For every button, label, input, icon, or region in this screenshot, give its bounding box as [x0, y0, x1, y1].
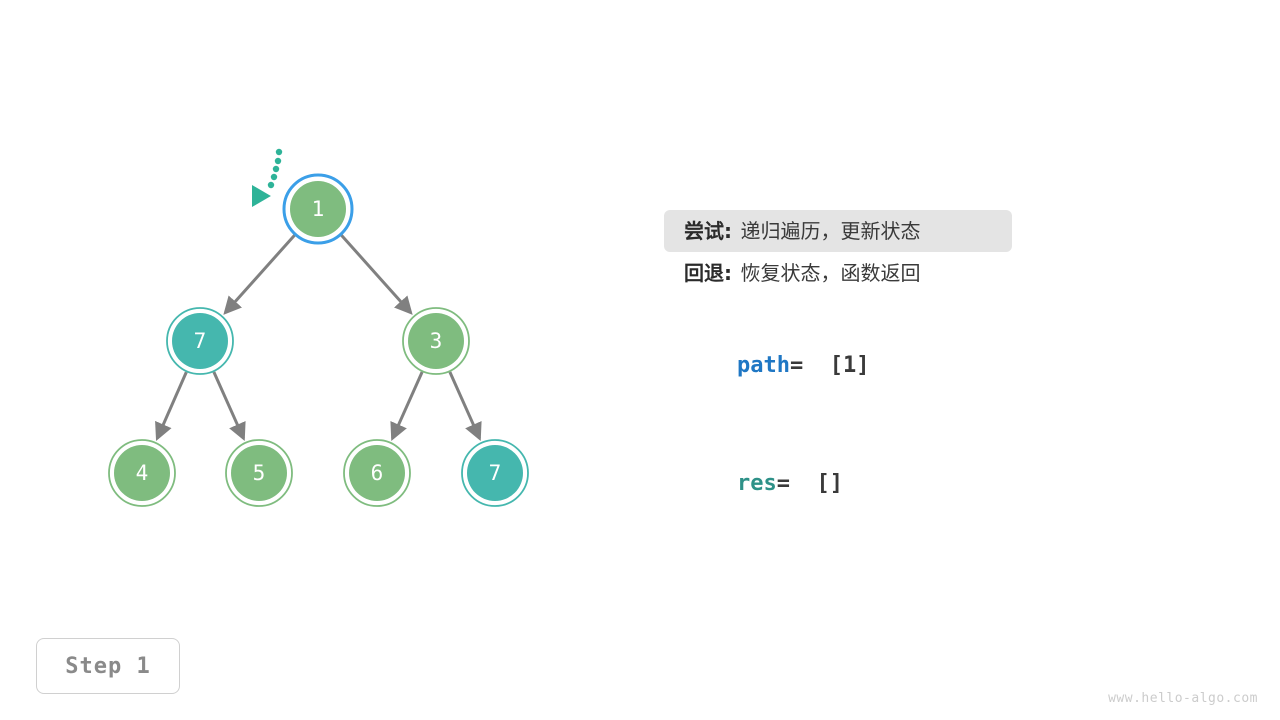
node-label: 5: [253, 461, 266, 485]
node-outer-ring: [402, 307, 470, 375]
watermark: www.hello-algo.com: [1108, 691, 1258, 706]
node-circle: [290, 181, 346, 237]
node-outer-ring: [108, 439, 176, 507]
backtrack-label: 回退:: [684, 261, 732, 285]
tree-edges: [155, 233, 482, 442]
node-circle: [114, 445, 170, 501]
tree-edge: [212, 371, 246, 442]
pointer-trail-dot: [270, 173, 278, 181]
node-circle: [408, 313, 464, 369]
tree-edge: [448, 371, 482, 442]
tree-node-4: 4: [108, 439, 176, 507]
step-badge: Step 1: [36, 638, 180, 694]
state-panel: 尝试: 递归遍历，更新状态 回退: 恢复状态，函数返回 path= [1] re…: [664, 210, 1244, 496]
path-variable-value: = [1]: [789, 353, 870, 378]
node-label: 4: [136, 461, 149, 485]
backtrack-line: 回退: 恢复状态，函数返回: [684, 252, 1244, 294]
node-label: 6: [371, 461, 384, 485]
node-outer-ring: [225, 439, 293, 507]
node-label: 1: [312, 197, 325, 221]
pointer-trail-dot: [272, 165, 280, 173]
tree-edge: [339, 233, 413, 315]
res-variable-name: res: [736, 471, 777, 496]
backtrack-text: 恢复状态，函数返回: [740, 261, 921, 285]
pointer-triangle-icon: [252, 185, 271, 207]
pointer-trail-dot: [275, 148, 283, 156]
tree-node-3: 3: [402, 307, 470, 375]
node-outer-ring: [343, 439, 411, 507]
node-circle: [349, 445, 405, 501]
tree-node-1: 1: [282, 173, 354, 245]
tree-nodes: 1 7 3 4 5 6 7: [108, 173, 529, 507]
path-variable-line: path= [1]: [684, 328, 869, 403]
node-label: 7: [194, 329, 207, 353]
tree-edge: [223, 233, 297, 315]
pointer-trail-dot: [274, 157, 282, 165]
pointer-trail-dot: [267, 181, 275, 189]
try-text: 递归遍历，更新状态: [740, 219, 921, 243]
path-variable-name: path: [736, 353, 790, 378]
node-circle: [231, 445, 287, 501]
try-label: 尝试:: [684, 219, 732, 243]
node-label: 7: [489, 461, 502, 485]
try-line: 尝试: 递归遍历，更新状态: [664, 210, 1012, 252]
res-variable-value: = []: [776, 471, 843, 496]
node-outer-ring: [461, 439, 529, 507]
tree-node-5: 5: [225, 439, 293, 507]
node-circle: [467, 445, 523, 501]
node-label: 3: [430, 329, 443, 353]
node-circle: [172, 313, 228, 369]
tree-edge: [390, 371, 424, 442]
node-outer-ring: [166, 307, 234, 375]
tree-edge: [155, 371, 188, 441]
recursion-pointer-icon: [252, 148, 283, 207]
tree-node-7: 7: [166, 307, 234, 375]
binary-tree-diagram: 1 7 3 4 5 6 7: [108, 148, 529, 507]
res-variable-line: res= []: [684, 446, 843, 521]
node-highlight-ring: [282, 173, 354, 245]
tree-node-6: 6: [343, 439, 411, 507]
tree-node-7: 7: [461, 439, 529, 507]
